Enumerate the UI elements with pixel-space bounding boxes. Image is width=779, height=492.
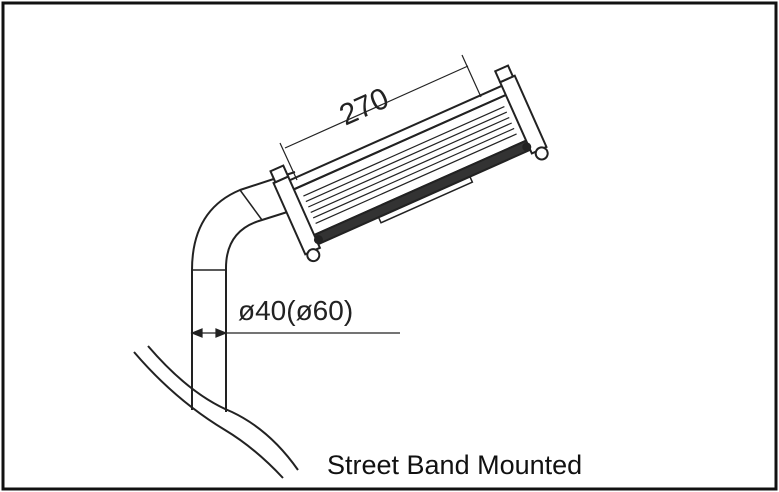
pole [191, 171, 301, 412]
length-dimension [279, 54, 482, 181]
luminaire [269, 64, 549, 263]
length-dimension-label: 270 [335, 82, 394, 133]
diameter-dimension-label: ø40(ø60) [238, 295, 353, 326]
street-band [133, 345, 299, 479]
diameter-dimension [190, 328, 400, 338]
drawing-caption: Street Band Mounted [327, 450, 582, 480]
